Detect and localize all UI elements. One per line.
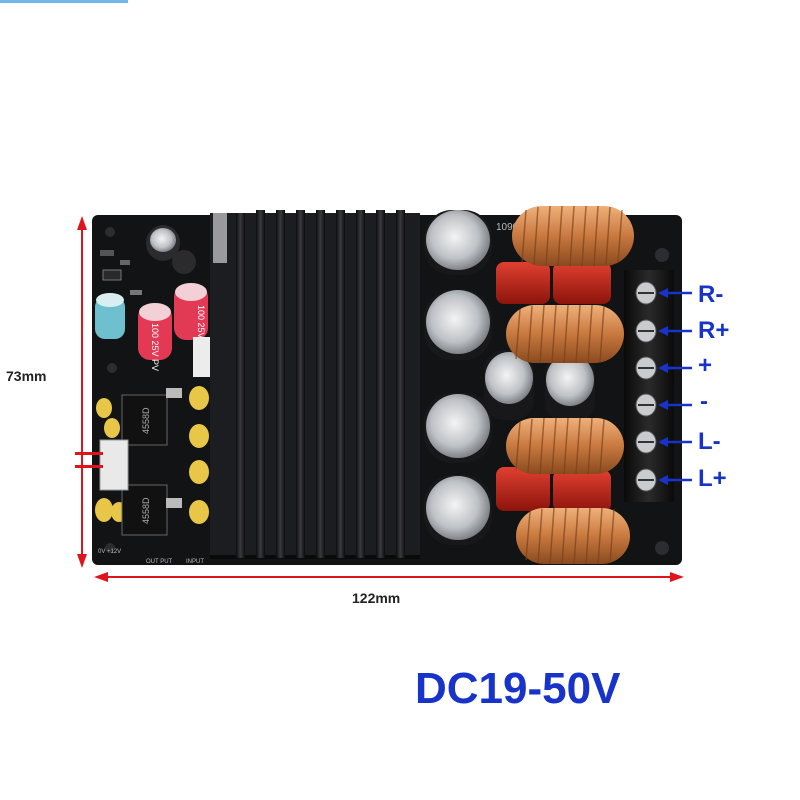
small-capacitors: 100 25V PV 100 25V PV xyxy=(95,225,219,377)
height-dimension-arrow xyxy=(77,216,87,568)
svg-text:0V +12V: 0V +12V xyxy=(98,549,121,555)
terminal-label-r-minus: R- xyxy=(698,281,724,308)
svg-text:100 25V PV: 100 25V PV xyxy=(150,323,160,371)
height-dimension-label: 73mm xyxy=(6,368,47,384)
power-capacitors: 1090 xyxy=(424,210,595,545)
inductor-coils xyxy=(506,205,634,565)
heatsink xyxy=(210,210,420,559)
terminal-label-r-plus: R+ xyxy=(698,317,730,344)
terminal-label-power-plus: + xyxy=(698,352,713,379)
voltage-rating-label: DC19-50V xyxy=(415,664,621,713)
svg-text:4558D: 4558D xyxy=(141,497,151,524)
opamp-section: 4558D 4558D 0V +12V OUT PUT INPUT xyxy=(75,386,209,565)
terminal-arrows xyxy=(658,288,692,485)
svg-text:INPUT: INPUT xyxy=(186,559,204,565)
terminal-block xyxy=(624,270,674,502)
top-accent-strip xyxy=(0,0,128,3)
svg-text:100 25V PV: 100 25V PV xyxy=(196,305,206,353)
svg-text:4558D: 4558D xyxy=(141,407,151,434)
svg-text:1090: 1090 xyxy=(496,222,519,233)
terminal-label-power-minus: - xyxy=(700,388,708,415)
width-dimension-arrow xyxy=(94,572,684,582)
width-dimension-label: 122mm xyxy=(352,590,401,606)
svg-text:OUT PUT: OUT PUT xyxy=(146,559,173,565)
film-capacitors xyxy=(496,262,611,512)
terminal-label-l-minus: L- xyxy=(698,428,721,455)
terminal-label-l-plus: L+ xyxy=(698,465,727,492)
